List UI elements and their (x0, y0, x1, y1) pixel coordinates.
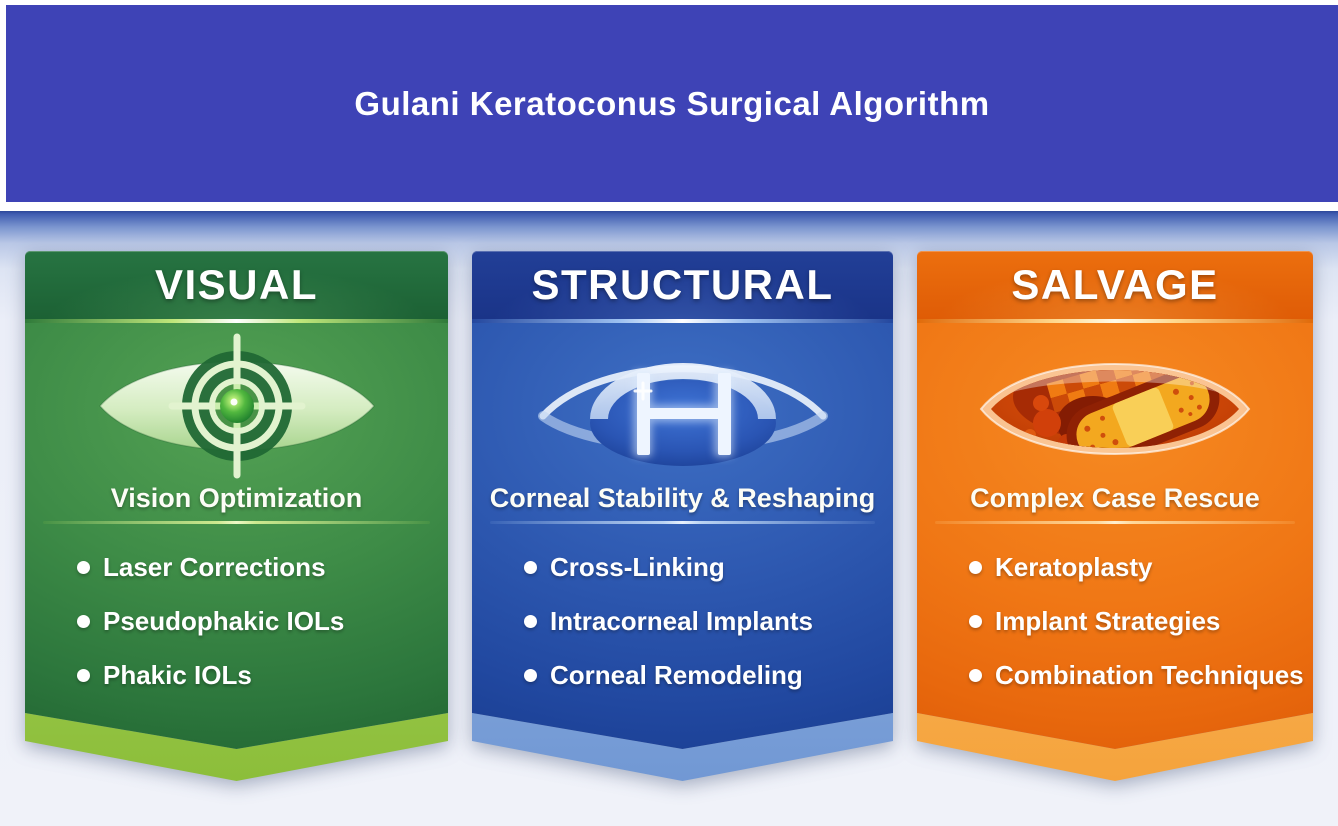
treatment-list: Cross-Linking Intracorneal Implants Corn… (472, 540, 893, 702)
card-title: VISUAL (154, 261, 318, 308)
header-divider (917, 319, 1313, 323)
card-main: SALVAGE (917, 251, 1313, 749)
category-card-structural: STRUCTURAL (472, 251, 893, 781)
list-item: Phakic IOLs (77, 648, 448, 702)
card-title: STRUCTURAL (531, 261, 834, 308)
list-item: Implant Strategies (969, 594, 1313, 648)
card-main: STRUCTURAL (472, 251, 893, 749)
card-header: VISUAL (25, 251, 448, 319)
list-item: Cross-Linking (524, 540, 893, 594)
list-item: Intracorneal Implants (524, 594, 893, 648)
header-divider (472, 319, 893, 323)
cards-section: VISUAL (0, 211, 1338, 826)
subtitle-underline (43, 521, 430, 524)
category-card-salvage: SALVAGE (917, 251, 1313, 781)
category-card-visual: VISUAL (25, 251, 448, 781)
card-header: SALVAGE (917, 251, 1313, 319)
card-main: VISUAL (25, 251, 448, 749)
treatment-list: Laser Corrections Pseudophakic IOLs Phak… (25, 540, 448, 702)
treatment-list: Keratoplasty Implant Strategies Combinat… (917, 540, 1313, 702)
card-subtitle: Corneal Stability & Reshaping (489, 483, 876, 513)
eye-target-icon (25, 331, 448, 481)
card-header: STRUCTURAL (472, 251, 893, 319)
subtitle-underline (490, 521, 875, 524)
list-item: Pseudophakic IOLs (77, 594, 448, 648)
page-title: Gulani Keratoconus Surgical Algorithm (354, 84, 990, 122)
card-subtitle: Vision Optimization (110, 483, 363, 513)
list-item: Keratoplasty (969, 540, 1313, 594)
card-title: SALVAGE (1011, 261, 1219, 308)
eye-bandage-icon (917, 331, 1313, 481)
eye-crosslink-icon (472, 331, 893, 481)
header-divider (25, 319, 448, 323)
card-subtitle: Complex Case Rescue (970, 483, 1260, 513)
list-item: Corneal Remodeling (524, 648, 893, 702)
title-banner: Gulani Keratoconus Surgical Algorithm (6, 5, 1338, 202)
subtitle-underline (935, 521, 1295, 524)
list-item: Combination Techniques (969, 648, 1313, 702)
list-item: Laser Corrections (77, 540, 448, 594)
